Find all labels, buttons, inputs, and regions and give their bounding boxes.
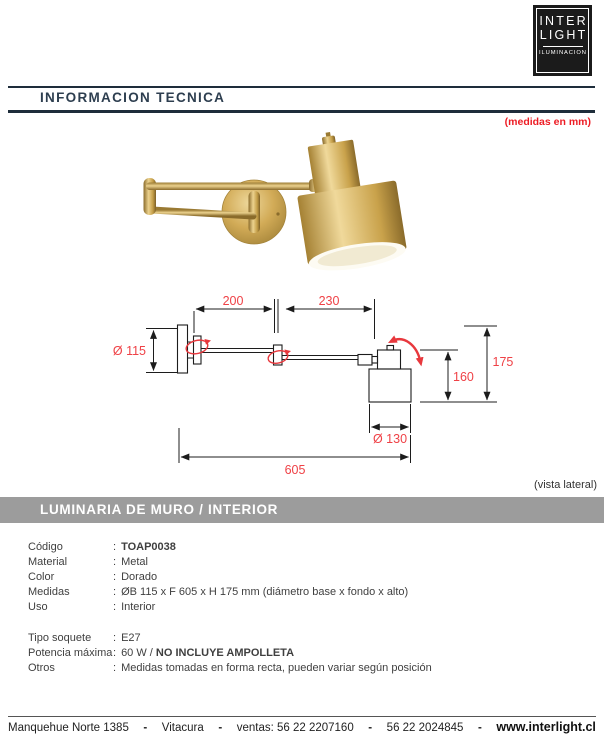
spec-row-tipo-soquete: Tipo soquete: E27 bbox=[28, 631, 592, 646]
header-bottom-rule bbox=[8, 110, 595, 113]
drawing-arm1 bbox=[201, 347, 274, 354]
brand-logo: INTER LIGHT ILUMINACION bbox=[533, 5, 592, 76]
lamp-upper-arm bbox=[146, 182, 322, 190]
dim-base-diameter: Ø 115 bbox=[113, 344, 146, 358]
drawing-lamp-outline bbox=[176, 324, 412, 403]
lamp-lower-arm bbox=[148, 206, 257, 220]
spec-value: Medidas tomadas en forma recta, pueden v… bbox=[121, 662, 432, 674]
spec-value: 60 W / bbox=[121, 647, 156, 659]
spec-value: Interior bbox=[121, 601, 156, 613]
footer: Manquehue Norte 1385 - Vitacura - ventas… bbox=[8, 720, 596, 734]
spec-colon: : bbox=[113, 556, 117, 568]
spec-row-potencia-maxima: Potencia máxima:60 W / NO INCLUYE AMPOLL… bbox=[28, 646, 592, 661]
elbow-rotation-arrowhead bbox=[284, 349, 291, 356]
footer-dash: - bbox=[368, 722, 373, 734]
spec-row-codigo: Código: TOAP0038 bbox=[28, 540, 592, 555]
spec-colon: : bbox=[113, 632, 117, 644]
drawing-arm2 bbox=[282, 354, 358, 361]
drawing-head-neck bbox=[376, 349, 402, 370]
spec-value: Metal bbox=[121, 556, 148, 568]
footer-rule bbox=[8, 716, 596, 717]
spec-label: Uso bbox=[28, 601, 48, 613]
lamp-shade-inner bbox=[317, 245, 397, 267]
view-label: (vista lateral) bbox=[534, 479, 597, 491]
spec-colon: : bbox=[113, 571, 117, 583]
lamp-head bbox=[297, 132, 407, 271]
spec-label: Color bbox=[28, 571, 55, 583]
spec-value: ØB 115 x F 605 x H 175 mm (diámetro base… bbox=[121, 586, 409, 598]
spec-value-bold: TOAP0038 bbox=[121, 541, 176, 553]
spec-value: E27 bbox=[121, 632, 141, 644]
spec-label: Medidas bbox=[28, 586, 70, 598]
technical-drawing: 200 230 Ø 115 160 175 Ø 130 605 bbox=[113, 294, 514, 477]
dim-head-height: 160 bbox=[453, 370, 474, 384]
drawing-wall-plate bbox=[176, 324, 189, 374]
spec-row-medidas: Medidas: ØB 115 x F 605 x H 175 mm (diáme… bbox=[28, 585, 592, 600]
spec-row-uso: Uso: Interior bbox=[28, 600, 592, 615]
spec-label: Potencia máxima bbox=[28, 647, 113, 659]
rotation-indicators bbox=[185, 335, 424, 367]
dim-arm1: 200 bbox=[223, 294, 244, 308]
units-note: (medidas en mm) bbox=[504, 116, 591, 128]
header-top-rule bbox=[8, 86, 595, 88]
footer-dash: - bbox=[477, 722, 482, 734]
brand-logo-frame: INTER LIGHT ILUMINACION bbox=[536, 8, 589, 73]
drawing-swivel bbox=[357, 353, 373, 366]
dim-shade-diameter: Ø 130 bbox=[373, 432, 407, 446]
lamp-plate-screw bbox=[276, 212, 280, 216]
footer-phone2: 56 22 2024845 bbox=[386, 722, 464, 734]
spec-row-otros: Otros: Medidas tomadas en forma recta, pu… bbox=[28, 661, 592, 676]
drawing-swivel-tip bbox=[371, 355, 379, 364]
pivot1-rotation-icon bbox=[185, 339, 209, 355]
footer-dash: - bbox=[218, 722, 223, 734]
brand-name-line1: INTER bbox=[539, 14, 588, 28]
spec-label: Código bbox=[28, 541, 63, 553]
brand-tagline: ILUMINACION bbox=[538, 50, 587, 56]
lamp-plate-post bbox=[248, 191, 260, 233]
lamp-head-neck bbox=[307, 139, 361, 197]
dim-total-depth: 605 bbox=[285, 463, 306, 477]
spec-table: Código: TOAP0038 Material: Metal Color: Dor… bbox=[28, 540, 592, 676]
dimension-lines bbox=[146, 299, 497, 463]
page-title: INFORMACION TECNICA bbox=[40, 90, 226, 105]
section-banner-title: LUMINARIA DE MURO / INTERIOR bbox=[40, 502, 279, 517]
spec-colon: : bbox=[113, 662, 117, 674]
section-banner: LUMINARIA DE MURO / INTERIOR bbox=[0, 497, 604, 523]
footer-website: www.interlight.cl bbox=[496, 720, 596, 734]
brand-name-line2: LIGHT bbox=[539, 27, 588, 42]
footer-sales-phone: ventas: 56 22 2207160 bbox=[236, 722, 354, 734]
drawing-shade bbox=[368, 368, 412, 403]
footer-city: Vitacura bbox=[161, 722, 204, 734]
drawing-pivot1 bbox=[192, 335, 202, 365]
logo-divider bbox=[542, 46, 583, 47]
spec-colon: : bbox=[113, 541, 117, 553]
spec-value-bold: NO INCLUYE AMPOLLETA bbox=[155, 647, 295, 659]
dim-arm2: 230 bbox=[319, 294, 340, 308]
spec-colon: : bbox=[113, 601, 117, 613]
spec-label: Otros bbox=[28, 662, 55, 674]
spec-colon: : bbox=[113, 647, 117, 659]
spec-row-color: Color: Dorado bbox=[28, 570, 592, 585]
spec-label: Tipo soquete bbox=[28, 632, 92, 644]
footer-address: Manquehue Norte 1385 bbox=[8, 722, 129, 734]
pivot1-rotation-arrowhead bbox=[204, 339, 211, 345]
drawing-head-knob bbox=[386, 344, 395, 351]
dim-total-height: 175 bbox=[493, 355, 514, 369]
spec-colon: : bbox=[113, 586, 117, 598]
product-photo bbox=[143, 132, 407, 271]
head-tilt-arrow-icon bbox=[387, 335, 424, 367]
spec-value: Dorado bbox=[121, 571, 158, 583]
footer-dash: - bbox=[143, 722, 148, 734]
elbow-rotation-icon bbox=[267, 349, 289, 365]
spec-label: Material bbox=[28, 556, 68, 568]
spec-row-material: Material: Metal bbox=[28, 555, 592, 570]
